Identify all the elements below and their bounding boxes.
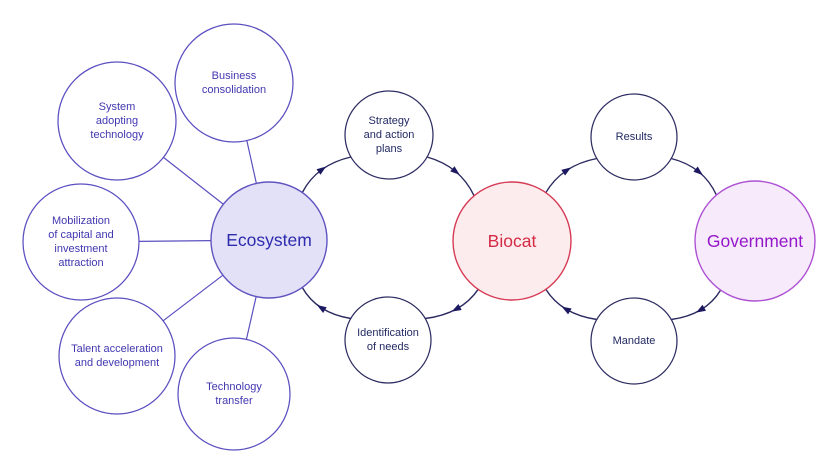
connector-ecosystem-system-adopting-technology: [163, 156, 224, 205]
business-consolidation-label: consolidation: [202, 84, 266, 96]
arrowhead-identification-of-needs-ecosystem: [316, 305, 327, 313]
arrowhead-ecosystem-strategy-and-action-plans: [316, 166, 327, 175]
technology-transfer-circle: [177, 337, 291, 451]
biocat-label: Biocat: [488, 231, 537, 251]
arrowhead-biocat-identification-of-needs: [451, 304, 462, 312]
connector-ecosystem-talent-acceleration: [162, 274, 224, 322]
flow-arc-strategy-and-action-plans-biocat: [426, 156, 475, 197]
biocat-circle: [452, 181, 572, 301]
node-identification-of-needs: Identification of needs: [344, 296, 432, 384]
results-circle: [590, 93, 678, 181]
identification-of-needs-label: of needs: [367, 341, 410, 353]
flow-arc-biocat-identification-of-needs: [425, 288, 479, 320]
ecosystem-label: Ecosystem: [226, 230, 312, 250]
business-consolidation-label: Business: [212, 70, 257, 82]
strategy-and-action-plans-circle: [344, 90, 434, 180]
arrowhead-government-mandate: [696, 304, 706, 313]
connector-ecosystem-mobilization-of-capital: [138, 240, 212, 242]
flow-arc-identification-of-needs-ecosystem: [301, 287, 351, 320]
mobilization-of-capital-label: Mobilization: [52, 215, 110, 227]
talent-acceleration-label: and development: [75, 357, 159, 369]
talent-acceleration-label: Talent acceleration: [71, 343, 163, 355]
system-adopting-technology-circle: [57, 61, 177, 181]
business-consolidation-circle: [174, 23, 294, 143]
node-business-consolidation: Business consolidation: [174, 23, 294, 143]
arrowhead-mandate-biocat: [561, 306, 572, 315]
flow-arc-government-mandate: [671, 289, 722, 321]
technology-transfer-label: Technology: [206, 381, 262, 393]
node-results: Results: [590, 93, 678, 181]
mandate-label: Mandate: [613, 335, 656, 347]
flow-arc-mandate-biocat: [545, 288, 597, 321]
flow-arc-biocat-results: [545, 157, 597, 194]
node-government: Government: [694, 180, 816, 302]
mandate-circle: [590, 297, 678, 385]
node-technology-transfer: Technology transfer: [177, 337, 291, 451]
mobilization-of-capital-label: of capital and: [48, 229, 113, 241]
strategy-and-action-plans-label: plans: [376, 143, 403, 155]
identification-of-needs-circle: [344, 296, 432, 384]
system-adopting-technology-label: System: [99, 101, 136, 113]
mobilization-of-capital-circle: [22, 183, 140, 301]
node-strategy-and-action-plans: Strategy and action plans: [344, 90, 434, 180]
arrowhead-results-government: [693, 166, 703, 176]
node-mandate: Mandate: [590, 297, 678, 385]
mobilization-of-capital-label: investment: [54, 243, 107, 255]
node-mobilization-of-capital: Mobilization of capital and investment attr…: [22, 183, 140, 301]
flow-arc-results-government: [671, 157, 718, 196]
system-adopting-technology-label: technology: [90, 129, 144, 141]
identification-of-needs-label: Identification: [357, 327, 419, 339]
strategy-and-action-plans-label: and action: [364, 129, 415, 141]
node-talent-acceleration: Talent acceleration and development: [58, 297, 176, 415]
connector-ecosystem-technology-transfer: [245, 296, 257, 340]
node-biocat: Biocat: [452, 181, 572, 301]
connector-ecosystem-business-consolidation: [246, 140, 257, 184]
node-system-adopting-technology: System adopting technology: [57, 61, 177, 181]
government-circle: [694, 180, 816, 302]
node-ecosystem: Ecosystem: [210, 181, 328, 299]
strategy-and-action-plans-label: Strategy: [369, 115, 410, 127]
results-label: Results: [616, 131, 653, 143]
arrowhead-biocat-results: [561, 167, 572, 176]
arrowhead-strategy-and-action-plans-biocat: [450, 166, 460, 175]
technology-transfer-label: transfer: [215, 395, 253, 407]
ecosystem-circle: [210, 181, 328, 299]
system-adopting-technology-label: adopting: [96, 115, 138, 127]
flow-arc-ecosystem-strategy-and-action-plans: [301, 156, 352, 193]
talent-acceleration-circle: [58, 297, 176, 415]
government-label: Government: [707, 231, 803, 251]
mobilization-of-capital-label: attraction: [58, 257, 103, 269]
